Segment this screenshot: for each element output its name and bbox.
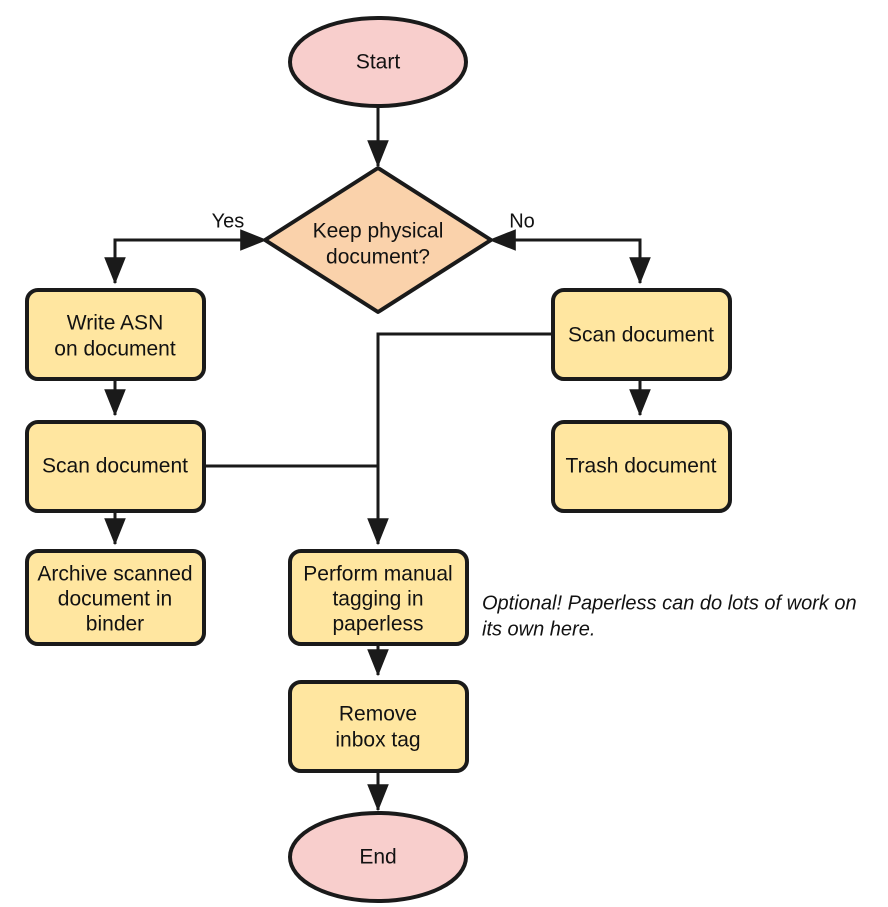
edge-scan-right-to-tagging bbox=[367, 332, 553, 546]
start-label: Start bbox=[356, 51, 401, 74]
trash-document-box bbox=[551, 420, 732, 513]
edge-decision-no-to-scan-right bbox=[492, 238, 651, 285]
scan-document-right-label: Scan document bbox=[568, 324, 714, 347]
remove-inbox-tag-box bbox=[288, 680, 469, 773]
decision-diamond bbox=[263, 166, 493, 314]
edge-label-no: No bbox=[509, 210, 535, 232]
node-remove-inbox-tag[interactable]: Remove inbox tag bbox=[288, 680, 469, 773]
node-decision-keep-physical-document[interactable]: Keep physical document? bbox=[263, 166, 493, 314]
node-write-asn-on-document[interactable]: Write ASN on document bbox=[25, 288, 206, 381]
archive-box bbox=[25, 549, 206, 646]
decision-label-line2: document? bbox=[326, 246, 430, 269]
tagging-label-line3: paperless bbox=[332, 613, 423, 636]
trash-document-label: Trash document bbox=[566, 455, 717, 478]
end-label: End bbox=[359, 846, 396, 869]
archive-label-line3: binder bbox=[86, 613, 144, 636]
tagging-box bbox=[288, 549, 469, 646]
node-trash-document[interactable]: Trash document bbox=[551, 420, 732, 513]
node-scan-document-right[interactable]: Scan document bbox=[551, 288, 732, 381]
remove-inbox-tag-label-line2: inbox tag bbox=[335, 729, 420, 752]
annotation-line1: Optional! Paperless can do lots of work … bbox=[482, 592, 857, 614]
edge-label-yes: Yes bbox=[212, 210, 245, 232]
archive-label-line1: Archive scanned bbox=[37, 563, 192, 586]
node-scan-document-left[interactable]: Scan document bbox=[25, 420, 206, 513]
tagging-label-line1: Perform manual bbox=[303, 563, 452, 586]
start-ellipse bbox=[288, 16, 468, 108]
write-asn-box bbox=[25, 288, 206, 381]
tagging-label-line2: tagging in bbox=[332, 588, 423, 611]
annotation-line2: its own here. bbox=[482, 618, 595, 640]
node-archive-scanned-document[interactable]: Archive scanned document in binder bbox=[25, 549, 206, 646]
node-start[interactable]: Start bbox=[288, 16, 468, 108]
scan-document-right-box bbox=[551, 288, 732, 381]
remove-inbox-tag-label-line1: Remove bbox=[339, 703, 417, 726]
archive-label-line2: document in bbox=[58, 588, 172, 611]
end-ellipse bbox=[288, 811, 468, 903]
edge-decision-yes-to-write-asn bbox=[104, 238, 264, 285]
node-end[interactable]: End bbox=[288, 811, 468, 903]
scan-document-left-label: Scan document bbox=[42, 455, 188, 478]
write-asn-label-line1: Write ASN bbox=[67, 312, 163, 335]
decision-label-line1: Keep physical bbox=[313, 220, 444, 243]
write-asn-label-line2: on document bbox=[54, 338, 176, 361]
annotation-note: Optional! Paperless can do lots of work … bbox=[482, 592, 857, 640]
node-perform-manual-tagging[interactable]: Perform manual tagging in paperless bbox=[288, 549, 469, 646]
scan-document-left-box bbox=[25, 420, 206, 513]
